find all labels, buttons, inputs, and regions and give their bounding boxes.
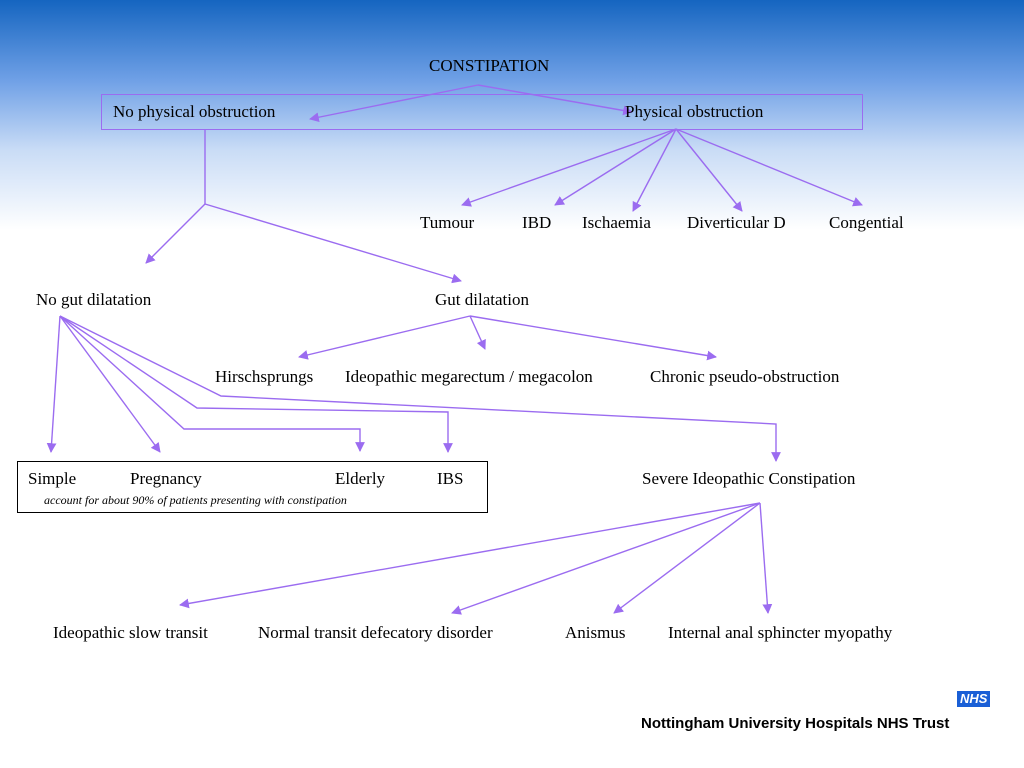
- cause-ibs: IBS: [437, 469, 464, 488]
- cause-congential: Congential: [829, 213, 904, 232]
- arrow-to-ibs: [59, 315, 453, 453]
- cause-pseudo-obstruction: Chronic pseudo-obstruction: [650, 367, 840, 386]
- arrow-to-tumour: [461, 128, 677, 207]
- subtype-anismus: Anismus: [565, 623, 626, 642]
- no-gut-dilatation-node: No gut dilatation: [36, 290, 152, 309]
- severe-ideopathic-node: Severe Ideopathic Constipation: [642, 469, 856, 488]
- arrow-to-megarectum: [469, 315, 486, 350]
- arrow-to-sphincter: [759, 502, 773, 614]
- gut-dilatation-node: Gut dilatation: [435, 290, 529, 309]
- cause-ibd: IBD: [522, 213, 552, 232]
- obstruction-box: [101, 94, 863, 130]
- arrow-to-pregnancy: [59, 315, 161, 453]
- arrow-root-to-physical: [477, 84, 633, 116]
- cause-diverticular: Diverticular D: [687, 213, 786, 232]
- arrow-to-no-gut-dilatation: [145, 203, 206, 264]
- arrow-to-diverticular: [675, 128, 743, 212]
- physical-obstruction-node: Physical obstruction: [625, 102, 764, 121]
- arrow-to-simple: [46, 315, 61, 453]
- common-causes-box: [17, 461, 488, 513]
- cause-elderly: Elderly: [335, 469, 386, 488]
- cause-tumour: Tumour: [420, 213, 475, 232]
- arrow-to-ischaemia: [632, 128, 677, 212]
- arrow-to-pseudo-obstruction: [469, 315, 717, 361]
- subtype-defecatory-disorder: Normal transit defecatory disorder: [258, 623, 493, 642]
- arrow-to-gut-dilatation: [204, 203, 462, 284]
- prevalence-note: account for about 90% of patients presen…: [44, 493, 347, 507]
- arrow-to-elderly: [59, 315, 365, 452]
- arrow-to-ibd: [554, 128, 677, 206]
- subtype-sphincter-myopathy: Internal anal sphincter myopathy: [668, 623, 893, 642]
- cause-ischaemia: Ischaemia: [582, 213, 651, 232]
- cause-hirschsprungs: Hirschsprungs: [215, 367, 314, 386]
- arrow-to-hirschsprungs: [298, 315, 471, 360]
- arrow-to-anismus: [613, 502, 761, 614]
- root-node: CONSTIPATION: [429, 56, 550, 75]
- arrow-to-severe: [59, 315, 781, 462]
- trust-name: Nottingham University Hospitals NHS Trus…: [641, 715, 950, 732]
- subtype-slow-transit: Ideopathic slow transit: [53, 623, 208, 642]
- cause-simple: Simple: [28, 469, 77, 488]
- arrow-to-slow-transit: [179, 502, 761, 609]
- nhs-logo: NHS: [957, 691, 991, 707]
- arrow-to-congential: [675, 128, 863, 207]
- arrow-to-defecatory: [451, 502, 761, 615]
- cause-megarectum: Ideopathic megarectum / megacolon: [345, 367, 593, 386]
- no-physical-obstruction-node: No physical obstruction: [113, 102, 276, 121]
- cause-pregnancy: Pregnancy: [130, 469, 202, 488]
- arrow-root-to-no-physical: [309, 84, 479, 123]
